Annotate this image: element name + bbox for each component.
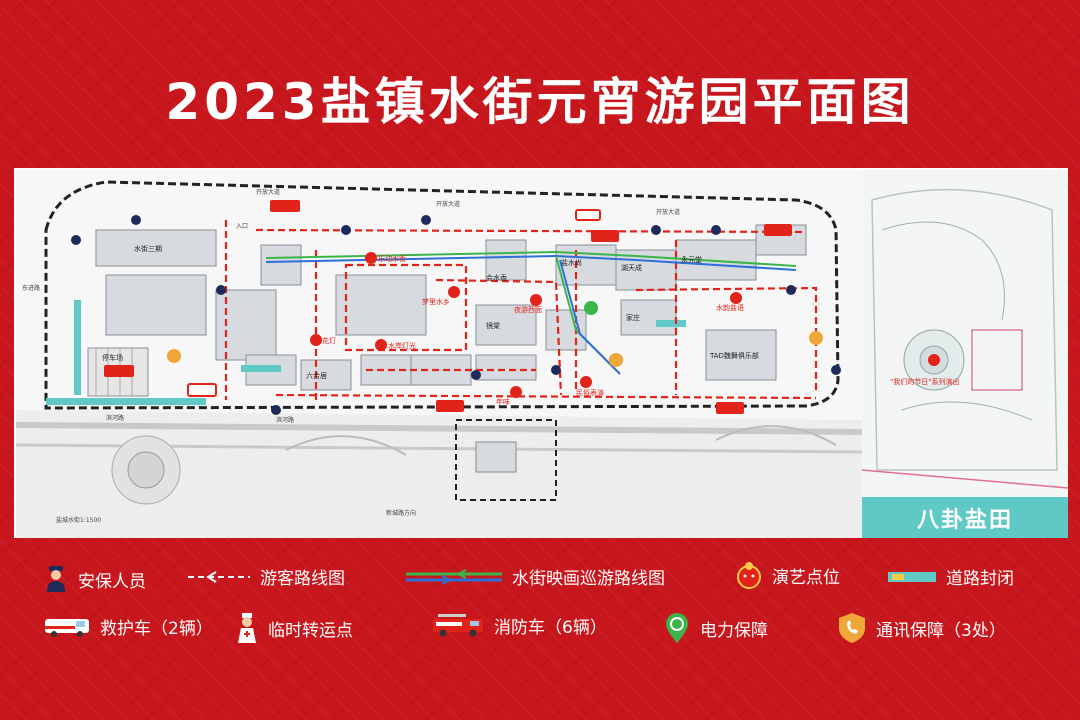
legend-communication: 通讯保障（3处） [838, 612, 1006, 644]
label-tad: TAD魏舞俱乐部 [709, 351, 759, 360]
legend-nurse-label: 临时转运点 [268, 620, 353, 641]
legend-communication-label: 通讯保障（3处） [876, 620, 1006, 641]
map-panel[interactable]: 水街三期 停车场 六合居 TAD魏舞俱乐部 会水香 盐水尚 湖天成 永元堂 镜棠… [14, 168, 1069, 538]
bagua-plan-svg: "我们的节日"系列演出 [861, 170, 1069, 500]
label-liuhe: 六合居 [306, 371, 327, 380]
label-spot-7: 民俗表演 [576, 388, 604, 397]
comm-marker-2 [809, 331, 823, 345]
legend-projection-route: 水街映画巡游路线图 [406, 564, 665, 589]
comm-marker-3 [609, 353, 623, 367]
legend-power-label: 电力保障 [700, 620, 768, 641]
label-spot-3: 夜游西面 [514, 305, 542, 314]
label-scale-note: 盐城水街1:1500 [56, 516, 101, 524]
performance-spot-markers [310, 252, 742, 398]
label-road-kaifang-2: 开放大道 [436, 200, 460, 208]
label-bagua-performance: "我们的节日"系列演出 [890, 377, 959, 386]
road-closure-strip-east [656, 320, 686, 327]
performance-spot-icon [737, 562, 761, 589]
label-spot-1: 乐动水街 [378, 254, 406, 263]
legend-power: 电力保障 [664, 612, 768, 644]
comm-marker-1 [167, 349, 181, 363]
label-spot-2: 梦里水乡 [422, 297, 450, 306]
legend-security-label: 安保人员 [78, 571, 146, 592]
power-marker [584, 301, 598, 315]
projection-route-lines [265, 250, 797, 375]
projection-route-icon [406, 568, 502, 585]
site-plan-svg: 水街三期 停车场 六合居 TAD魏舞俱乐部 会水香 盐水尚 湖天成 永元堂 镜棠… [15, 170, 863, 538]
main-map-area[interactable]: 水街三期 停车场 六合居 TAD魏舞俱乐部 会水香 盐水尚 湖天成 永元堂 镜棠… [15, 170, 863, 538]
label-spot-6: 年味 [496, 397, 510, 406]
visitor-route-icon [188, 570, 250, 583]
label-spot-4: 水岸灯光 [388, 341, 416, 350]
legend-ambulance: 救护车（2辆） [44, 614, 213, 639]
label-yongyuan: 永元堂 [681, 255, 702, 264]
legend-security: 安保人员 [44, 564, 146, 594]
legend-fire-truck: 消防车（6辆） [432, 612, 607, 638]
legend-nurse: 临时转运点 [236, 612, 353, 644]
fire-truck-markers [104, 200, 792, 414]
legend-visitor-route-label: 游客路线图 [260, 569, 345, 589]
bagua-yantian-area[interactable]: "我们的节日"系列演出 [861, 170, 1069, 538]
legend-performance: 演艺点位 [736, 560, 840, 590]
legend-projection-route-label: 水街映画巡游路线图 [512, 569, 665, 589]
legend-ambulance-label: 救护车（2辆） [100, 619, 213, 639]
label-jiazhuang: 家庄 [626, 313, 640, 322]
ambulance-markers [187, 209, 601, 397]
legend-road-closure-label: 道路封闭 [946, 569, 1014, 589]
security-guard-icon [47, 566, 65, 592]
road-closure-strip-south [46, 398, 206, 405]
road-closure-icon [888, 571, 936, 582]
label-road-dongjin: 东进路 [22, 284, 40, 292]
label-jingtang: 镜棠 [486, 321, 500, 330]
nurse-icon [238, 613, 256, 643]
label-spot-5: 水韵盐语 [716, 303, 744, 312]
legend-visitor-route: 游客路线图 [188, 564, 345, 589]
label-spot-8: 花灯 [322, 336, 336, 345]
label-entrance: 入口 [236, 223, 248, 230]
security-guard-markers [71, 215, 841, 415]
label-road-binhe-1: 滨河路 [106, 414, 124, 422]
bagua-yantian-label: 八卦盐田 [862, 497, 1068, 538]
performance-spot-bagua [928, 354, 940, 366]
communication-icon [839, 613, 865, 643]
label-road-kaifang-1: 开放大道 [256, 188, 280, 196]
label-road-binhe-2: 滨河路 [276, 416, 294, 424]
power-icon [666, 613, 688, 643]
ambulance-icon [45, 618, 89, 637]
road-closure-strip-west [74, 300, 81, 395]
label-road-bottom: 新城路方向 [386, 509, 416, 517]
label-shuijie-sanqi: 水街三期 [134, 244, 162, 253]
label-parking: 停车场 [102, 353, 123, 362]
legend-fire-truck-label: 消防车（6辆） [494, 617, 607, 638]
legend-performance-label: 演艺点位 [772, 567, 840, 588]
label-yanshui: 盐水尚 [561, 258, 582, 267]
label-tiancheng: 湖天成 [621, 263, 642, 272]
south-zone-outline [455, 419, 557, 501]
road-closure-strip-mid [241, 365, 281, 372]
site-boundary [44, 180, 840, 410]
page-title: 2023盐镇水街元宵游园平面图 [165, 73, 915, 131]
legend-road-closure: 道路封闭 [888, 564, 1014, 589]
label-huishui: 会水香 [486, 273, 507, 282]
label-road-kaifang-3: 开放大道 [656, 208, 680, 216]
fire-truck-icon [433, 614, 483, 637]
